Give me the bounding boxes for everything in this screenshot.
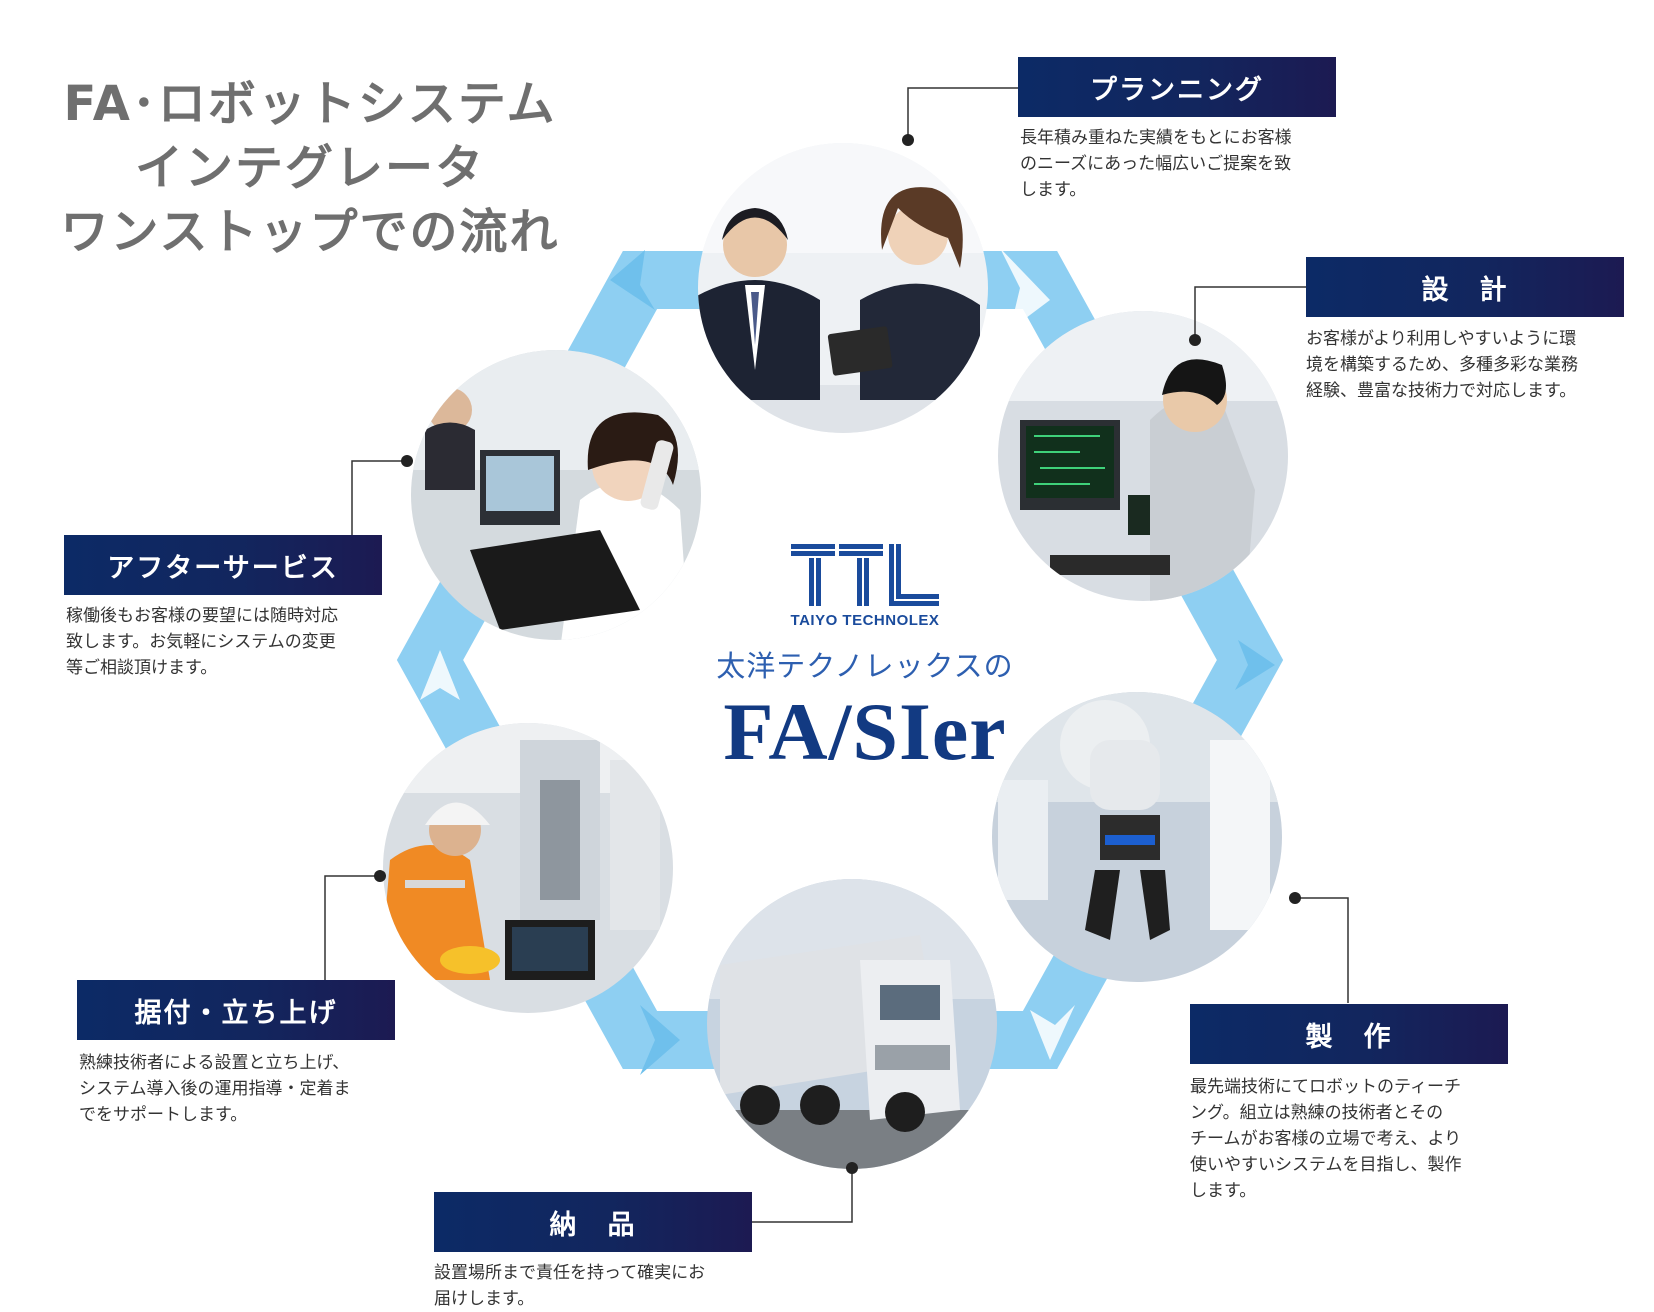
desc-line: します。	[1190, 1181, 1257, 1201]
delivery-truck-photo	[707, 879, 997, 1169]
arrow-head-bottom-left	[640, 1005, 680, 1075]
step-delivery-header: 納 品	[434, 1192, 752, 1252]
cad-workstation-photo	[998, 311, 1288, 601]
desc-line: でをサポートします。	[79, 1105, 248, 1125]
step-delivery-desc: 設置場所まで責任を持って確実にお 届けします。	[434, 1260, 754, 1312]
step-manufacture-desc: 最先端技術にてロボットのティーチ ング。組立は熟練の技術者とその チームがお客様…	[1190, 1074, 1510, 1204]
page-title: FA･ロボットシステム インテグレータ ワンストップでの流れ	[50, 72, 570, 264]
desc-line: 設置場所まで責任を持って確実にお	[434, 1263, 706, 1283]
arrow-head-bottom-right	[1030, 1005, 1075, 1060]
connector-dots	[374, 134, 1301, 1174]
title-line-1: FA･ロボットシステム	[63, 76, 557, 132]
desc-line: お客様がより利用しやすいように環	[1306, 329, 1577, 349]
desc-line: チームがお客様の立場で考え、より	[1190, 1129, 1462, 1149]
dot-manufacture	[1289, 892, 1301, 904]
connector-planning	[907, 87, 1018, 140]
arrow-head-top-right	[1000, 248, 1050, 330]
desc-line: します。	[1020, 180, 1087, 200]
connector-installation	[324, 875, 380, 980]
step-installation-desc: 熟練技術者による設置と立ち上げ、 システム導入後の運用指導・定着ま でをサポート…	[79, 1050, 399, 1128]
step-design-header: 設 計	[1306, 257, 1624, 317]
desc-line: 経験、豊富な技術力で対応します。	[1306, 381, 1577, 401]
title-line-3: ワンストップでの流れ	[60, 204, 560, 260]
title-line-2: インテグレータ	[134, 140, 485, 196]
step-installation-header: 据付・立ち上げ	[77, 980, 395, 1040]
arrow-head-right	[1235, 640, 1275, 690]
dot-design	[1189, 334, 1201, 346]
dot-after	[401, 455, 413, 467]
connector-design	[1194, 286, 1306, 340]
connectors	[324, 87, 1349, 1223]
step-design-desc: お客様がより利用しやすいように環 境を構築するため、多種多彩な業務 経験、豊富な…	[1306, 326, 1626, 404]
desc-line: 致します。お気軽にシステムの変更	[66, 632, 336, 652]
connector-manufacture	[1295, 897, 1349, 1003]
desc-line: のニーズにあった幅広いご提案を致	[1020, 154, 1292, 174]
connector-delivery	[750, 1168, 853, 1223]
step-planning-desc: 長年積み重ねた実績をもとにお客様 のニーズにあった幅広いご提案を致 します。	[1020, 125, 1340, 203]
dot-planning	[902, 134, 914, 146]
ttl-logo-mark-icon	[791, 544, 939, 606]
arrow-head-left	[420, 650, 460, 700]
logo-english-name: TAIYO TECHNOLEX	[790, 612, 940, 629]
dot-installation	[374, 870, 386, 882]
logo-japanese-name: 太洋テクノレックスの	[716, 649, 1014, 683]
step-planning-label: プランニング	[1090, 74, 1264, 106]
step-manufacture-label: 製 作	[1305, 1021, 1393, 1053]
step-delivery-label: 納 品	[549, 1209, 637, 1241]
company-logo: TAIYO TECHNOLEX 太洋テクノレックスの FA/SIer	[660, 540, 1070, 777]
robot-arm-photo	[992, 692, 1282, 982]
connector-after	[351, 460, 407, 535]
desc-line: 届けします。	[434, 1289, 535, 1309]
desc-line: 熟練技術者による設置と立ち上げ、	[79, 1053, 350, 1073]
step-after-service-label: アフターサービス	[107, 552, 339, 584]
desc-line: 境を構築するため、多種多彩な業務	[1306, 355, 1578, 375]
desc-line: 長年積み重ねた実績をもとにお客様	[1020, 128, 1292, 148]
step-manufacture-header: 製 作	[1190, 1004, 1508, 1064]
desc-line: 最先端技術にてロボットのティーチ	[1190, 1077, 1461, 1097]
step-after-service-desc: 稼働後もお客様の要望には随時対応 致します。お気軽にシステムの変更 等ご相談頂け…	[66, 603, 386, 681]
desc-line: 稼働後もお客様の要望には随時対応	[66, 606, 338, 626]
step-after-service-header: アフターサービス	[64, 535, 382, 595]
arrow-head-top-left	[610, 250, 655, 310]
desc-line: 等ご相談頂けます。	[66, 658, 218, 678]
business-meeting-photo	[698, 143, 988, 433]
engineer-installation-photo	[383, 723, 673, 1013]
step-installation-label: 据付・立ち上げ	[134, 997, 338, 1029]
dot-delivery	[846, 1162, 858, 1174]
step-design-label: 設 計	[1421, 274, 1509, 306]
desc-line: ング。組立は熟練の技術者とその	[1190, 1103, 1444, 1123]
desc-line: システム導入後の運用指導・定着ま	[79, 1079, 351, 1099]
flow-ring	[396, 251, 1284, 1069]
desc-line: 使いやすいシステムを目指し、製作	[1190, 1155, 1462, 1175]
support-call-photo	[411, 350, 701, 640]
logo-main-text: FA/SIer	[723, 686, 1007, 777]
step-planning-header: プランニング	[1018, 57, 1336, 117]
